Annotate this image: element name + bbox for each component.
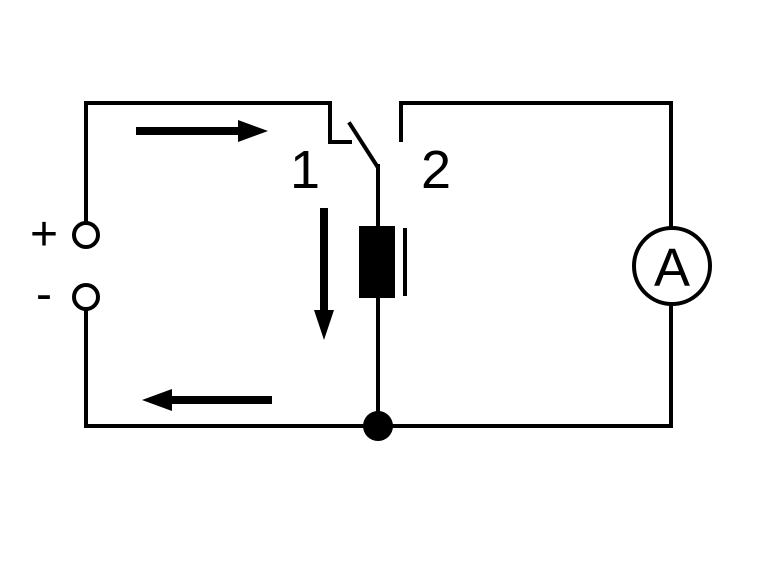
current-arrows [136, 120, 334, 411]
arrow-right-head [238, 120, 268, 142]
wire-top-right [399, 101, 673, 233]
plus-label: + [30, 208, 58, 261]
arrow-down-head [314, 310, 334, 340]
wire-bottom-right [376, 299, 673, 428]
switch-blade [347, 121, 380, 169]
coil-core [359, 226, 395, 298]
arrow-left-head [142, 389, 172, 411]
positive-terminal [72, 221, 100, 249]
ammeter-circle [632, 226, 712, 306]
ammeter-label: A [654, 238, 690, 298]
wire-top-left [84, 101, 352, 224]
wire-bottom-left [84, 309, 380, 428]
negative-terminal [72, 283, 100, 311]
junction-node [363, 411, 393, 441]
contact-1-label: 1 [290, 140, 320, 200]
minus-label: - [36, 268, 52, 321]
contact-2-label: 2 [421, 140, 451, 200]
